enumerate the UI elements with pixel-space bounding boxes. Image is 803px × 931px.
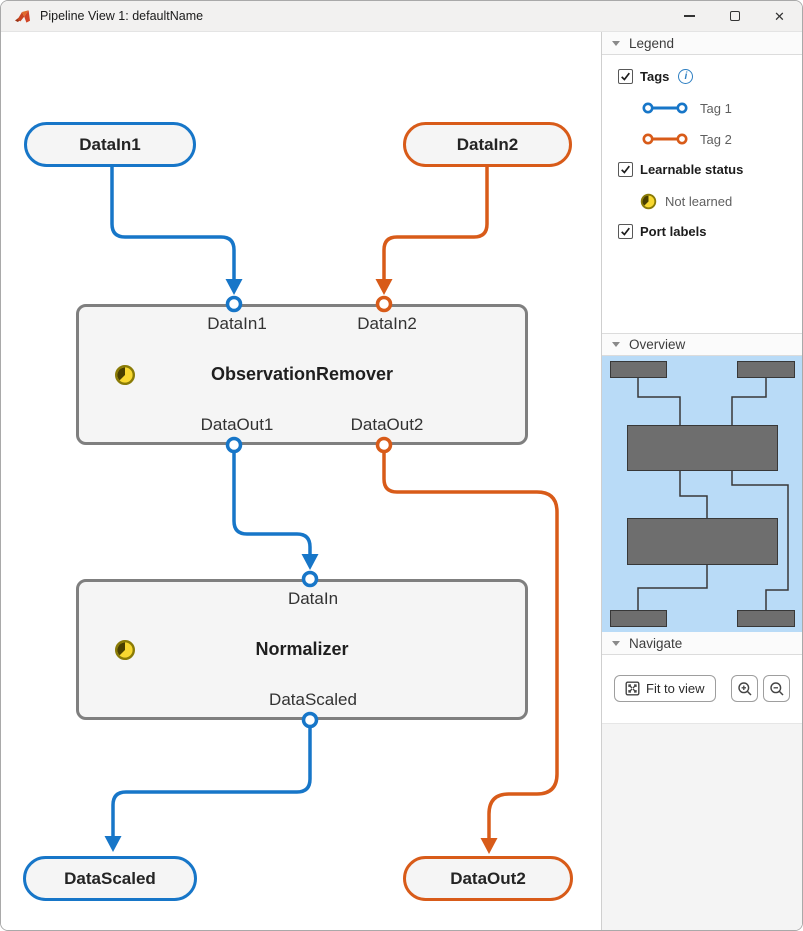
section-title: Navigate xyxy=(629,635,683,651)
port-label-datain: DataIn xyxy=(287,589,339,608)
port-label-dataout1: DataOut1 xyxy=(200,415,274,434)
maximize-icon xyxy=(729,11,740,21)
edge-dataout1-datain[interactable] xyxy=(232,445,319,570)
not-learned-clock-icon xyxy=(114,364,136,386)
close-icon: ✕ xyxy=(774,8,785,24)
minimap-node xyxy=(610,610,667,627)
collapse-arrow-icon xyxy=(612,40,620,46)
node-label: DataScaled xyxy=(64,868,156,888)
not-learned-clock-icon xyxy=(640,193,657,209)
port-label-datain1: DataIn1 xyxy=(207,314,267,333)
minimap-node xyxy=(610,361,667,378)
fit-to-view-icon xyxy=(625,681,640,696)
fit-to-view-button[interactable]: Fit to view xyxy=(614,675,716,702)
tag2-label: Tag 2 xyxy=(700,131,732,147)
minimap-block xyxy=(627,518,778,565)
arrowhead-icon xyxy=(104,836,122,852)
port-label-datain2: DataIn2 xyxy=(357,314,417,333)
collapse-arrow-icon xyxy=(612,342,620,347)
zoom-out-button[interactable] xyxy=(763,675,790,702)
tag1-line-sample-icon xyxy=(642,102,688,114)
tags-label: Tags xyxy=(640,69,670,84)
minimize-icon xyxy=(684,15,695,17)
overview-section-header[interactable]: Overview xyxy=(602,333,802,356)
block-observationremover[interactable]: DataIn1 DataIn2 ObservationRemover DataO… xyxy=(76,304,528,445)
minimap-node xyxy=(737,361,795,378)
port-label-datascaled: DataScaled xyxy=(269,690,357,709)
node-label: DataOut2 xyxy=(450,868,526,888)
section-title: Overview xyxy=(629,337,686,352)
node-datascaled[interactable]: DataScaled xyxy=(23,856,197,901)
info-icon[interactable]: i xyxy=(678,69,694,84)
node-label: DataIn1 xyxy=(79,134,141,154)
arrowhead-icon xyxy=(375,279,393,295)
check-icon xyxy=(621,165,630,174)
block-title: Normalizer xyxy=(255,639,349,659)
port-labels-checkbox[interactable] xyxy=(618,224,633,239)
minimap-node xyxy=(737,610,795,627)
title-bar: Pipeline View 1: defaultName ✕ xyxy=(1,1,802,32)
collapse-arrow-icon xyxy=(612,640,620,646)
edge-datain1[interactable] xyxy=(110,166,243,295)
minimize-button[interactable] xyxy=(667,1,712,31)
section-title: Legend xyxy=(629,35,675,51)
navigate-content: Fit to view xyxy=(602,655,802,709)
edge-datascaled[interactable] xyxy=(104,720,312,852)
arrowhead-icon xyxy=(225,279,243,295)
matlab-icon xyxy=(15,9,30,23)
window-title: Pipeline View 1: defaultName xyxy=(40,9,204,23)
pipeline-canvas[interactable]: DataIn1 DataIn2 DataScaled DataOut2 Data… xyxy=(1,32,601,930)
not-learned-clock-icon xyxy=(114,639,136,661)
navigate-section-header[interactable]: Navigate xyxy=(602,632,802,655)
maximize-button[interactable] xyxy=(712,1,757,31)
port-labels-label: Port labels xyxy=(640,224,707,239)
sidebar-filler xyxy=(602,723,802,930)
arrowhead-icon xyxy=(301,554,319,570)
block-normalizer[interactable]: DataIn Normalizer DataScaled xyxy=(76,579,528,720)
node-datain2[interactable]: DataIn2 xyxy=(403,122,572,167)
check-icon xyxy=(621,72,630,81)
magnifier-plus-icon xyxy=(737,681,752,696)
minimap-edges xyxy=(637,378,789,610)
learnable-status-label: Learnable status xyxy=(640,162,744,177)
tag2-line-sample-icon xyxy=(642,133,688,145)
legend-content: Tags i Tag 1 xyxy=(602,55,802,333)
tag1-label: Tag 1 xyxy=(700,100,732,116)
zoom-in-button[interactable] xyxy=(731,675,758,702)
fit-to-view-label: Fit to view xyxy=(646,681,705,696)
legend-section-header[interactable]: Legend xyxy=(602,32,802,55)
arrowhead-icon xyxy=(480,838,498,854)
learnable-status-checkbox[interactable] xyxy=(618,162,633,177)
overview-minimap[interactable] xyxy=(602,356,802,632)
check-icon xyxy=(621,227,630,236)
node-label: DataIn2 xyxy=(456,134,519,154)
close-button[interactable]: ✕ xyxy=(757,1,802,31)
minimap-block xyxy=(627,425,778,471)
node-datain1[interactable]: DataIn1 xyxy=(24,122,196,167)
node-dataout2[interactable]: DataOut2 xyxy=(403,856,573,901)
tags-checkbox[interactable] xyxy=(618,69,633,84)
sidebar: Legend Tags i Tag 1 xyxy=(601,32,802,930)
edge-datain2[interactable] xyxy=(375,166,489,295)
block-title: ObservationRemover xyxy=(210,364,394,384)
not-learned-label: Not learned xyxy=(665,193,733,209)
magnifier-minus-icon xyxy=(769,681,784,696)
port-label-dataout2: DataOut2 xyxy=(350,415,424,434)
